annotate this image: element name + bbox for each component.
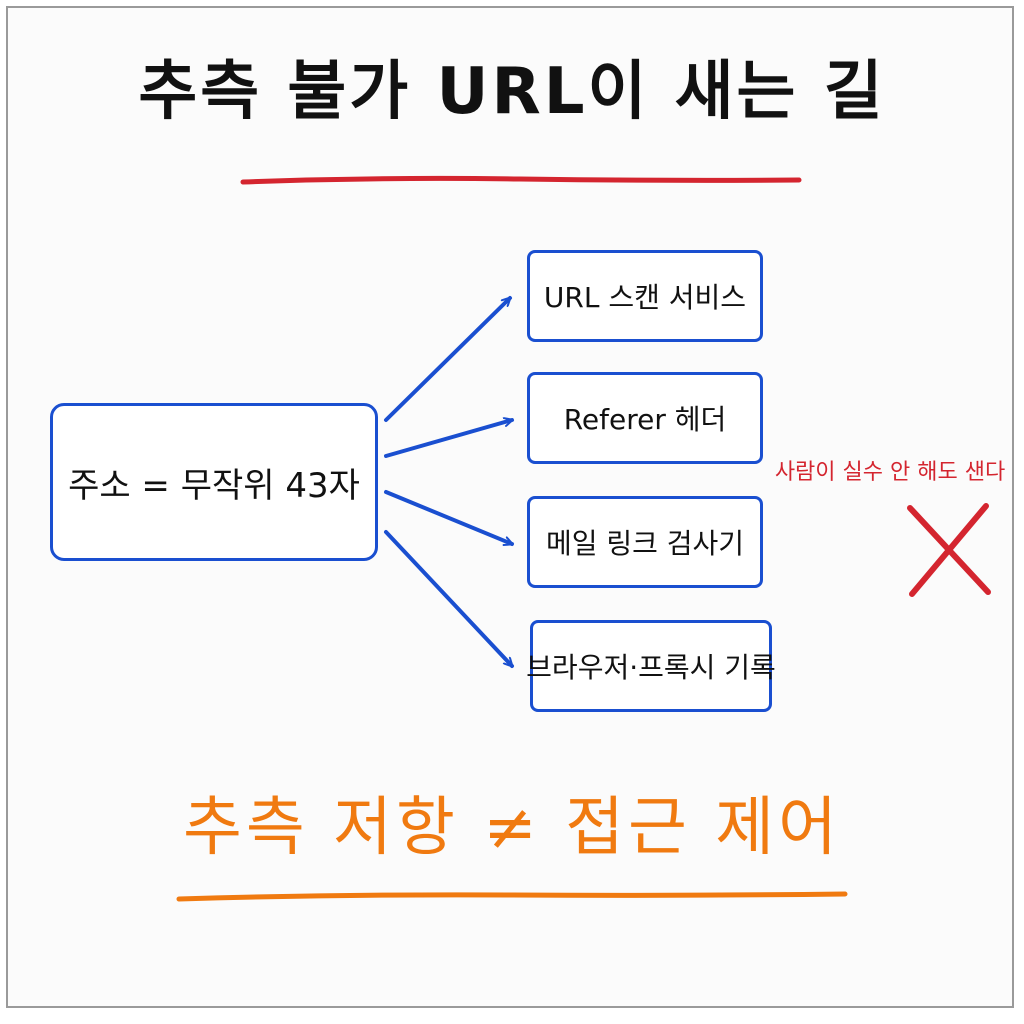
target-box-referer: Referer 헤더 [527, 372, 763, 464]
target-box-mail-scanner: 메일 링크 검사기 [527, 496, 763, 588]
footer-underline [176, 891, 848, 902]
footer-statement: 추측 저항 ≠ 접근 제어 [182, 791, 842, 865]
target-label: URL 스캔 서비스 [543, 281, 747, 314]
target-label: Referer 헤더 [563, 403, 727, 436]
arrow-to-referer [384, 420, 514, 458]
page-title: 추측 불가 URL이 새는 길 [138, 55, 886, 129]
x-mark-icon [907, 503, 991, 597]
source-label: 주소 = 무작위 43자 [68, 465, 360, 506]
target-label: 브라우저·프록시 기록 [526, 651, 776, 684]
source-box: 주소 = 무작위 43자 [50, 403, 378, 561]
target-box-url-scan: URL 스캔 서비스 [527, 250, 763, 342]
leak-note: 사람이 실수 안 해도 샌다 [774, 460, 1006, 485]
target-box-browser-log: 브라우저·프록시 기록 [526, 620, 776, 712]
arrow-to-mail-scanner [384, 490, 514, 546]
arrow-to-url-scan [384, 296, 512, 422]
target-label: 메일 링크 검사기 [545, 527, 745, 560]
arrow-to-browser-log [384, 530, 514, 668]
title-underline [240, 175, 802, 185]
